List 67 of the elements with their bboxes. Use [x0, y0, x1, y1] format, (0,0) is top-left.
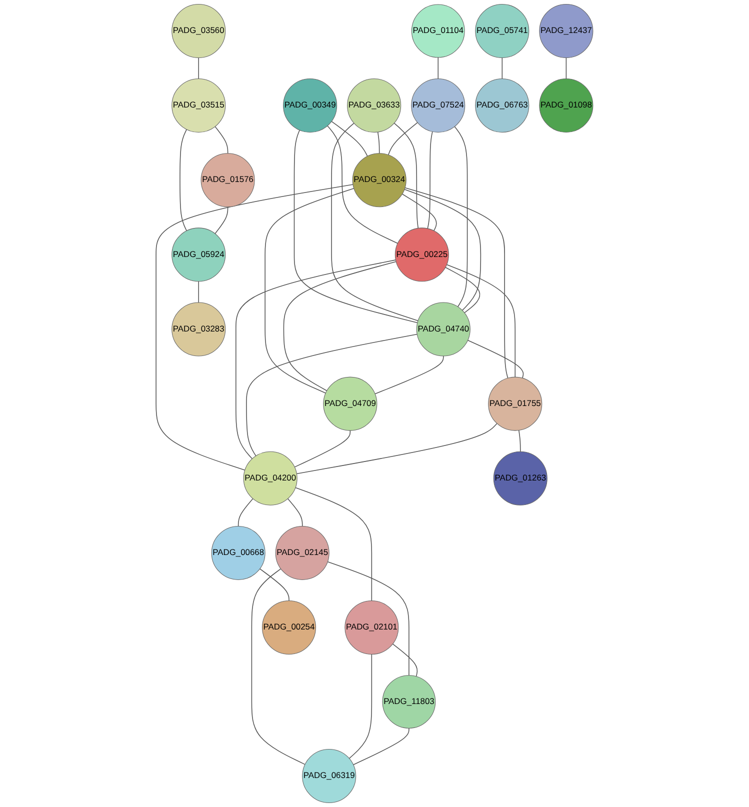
node-circle: PADG_02101	[344, 600, 399, 655]
node-circle: PADG_04709	[323, 376, 378, 431]
node-circle: PADG_00324	[352, 153, 406, 208]
connector	[502, 57, 503, 80]
connector	[518, 430, 521, 452]
connector	[156, 184, 354, 470]
node-circle: PADG_01263	[493, 451, 548, 506]
connector	[467, 340, 524, 378]
connector	[327, 125, 398, 244]
connector	[445, 266, 480, 314]
connector	[294, 130, 418, 324]
node-circle: PADG_04740	[416, 302, 470, 356]
connector	[294, 430, 351, 468]
node-circle: PADG_12437	[539, 4, 594, 58]
connector	[251, 568, 306, 765]
connector	[388, 122, 418, 156]
node-circle: PADG_06763	[475, 78, 530, 133]
connector	[566, 57, 567, 80]
connector	[198, 281, 199, 303]
connector	[454, 126, 468, 308]
node-circle: PADG_06319	[302, 749, 356, 804]
node-circle: PADG_00254	[262, 600, 316, 655]
connector	[392, 644, 418, 677]
connector	[331, 121, 368, 157]
connector	[394, 122, 419, 229]
connector	[259, 568, 290, 602]
node-circle: PADG_05741	[475, 4, 530, 58]
node-circle: PADG_03560	[172, 4, 226, 58]
connector	[236, 260, 396, 460]
connector	[438, 57, 439, 80]
connector	[374, 356, 444, 394]
node-circle: PADG_02145	[275, 526, 330, 580]
node-circle: PADG_11803	[382, 675, 436, 728]
connector	[264, 188, 354, 394]
connector	[327, 561, 410, 676]
connector	[352, 728, 410, 766]
connector	[246, 334, 418, 456]
connector	[287, 498, 303, 527]
connector	[377, 132, 380, 154]
node-circle: PADG_01576	[200, 153, 255, 208]
connector	[296, 423, 498, 474]
node-circle: PADG_07524	[411, 78, 466, 133]
node-circle: PADG_03283	[172, 302, 226, 356]
connector	[214, 206, 228, 234]
node-circle: PADG_03515	[172, 78, 226, 133]
node-circle: PADG_01104	[411, 4, 465, 58]
node-circle: PADG_01098	[539, 78, 594, 133]
node-circle: PADG_04200	[243, 451, 298, 506]
node-circle: PADG_00668	[211, 526, 266, 580]
node-circle: PADG_03633	[347, 78, 402, 133]
node-circle: PADG_00225	[394, 228, 449, 282]
connector	[180, 129, 188, 232]
connector	[404, 188, 482, 311]
node-circle: PADG_01755	[488, 376, 542, 431]
connector	[198, 57, 199, 80]
connector	[238, 498, 254, 527]
connector	[331, 122, 418, 322]
node-circle: PADG_00349	[283, 78, 338, 133]
connector	[295, 487, 372, 602]
connector	[283, 261, 396, 392]
connector	[404, 187, 508, 378]
node-circle: PADG_05924	[172, 228, 226, 282]
connector	[446, 264, 516, 378]
connector	[348, 654, 372, 759]
connector	[427, 131, 433, 229]
connector	[402, 194, 437, 232]
connector	[214, 126, 228, 154]
